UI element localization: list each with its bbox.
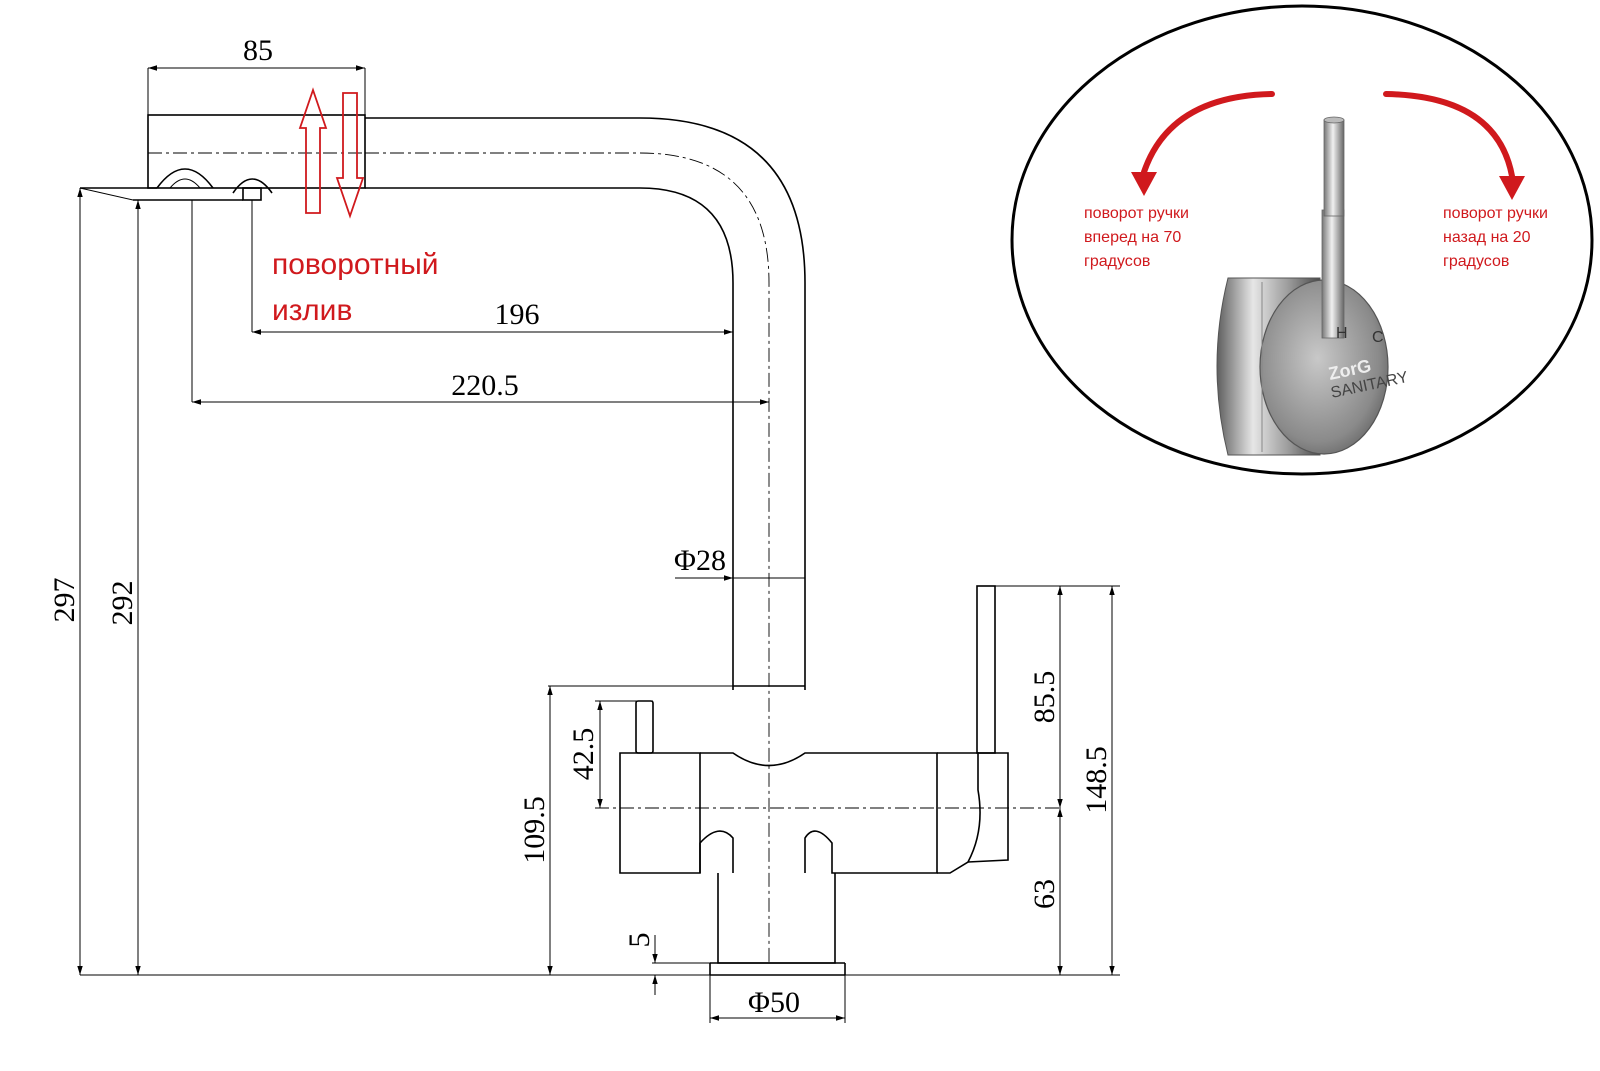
dim-42-5: 42.5 [567, 728, 600, 781]
dim-base-diameter: Φ50 [748, 986, 800, 1019]
spout-head [147, 114, 366, 189]
rotate-back-arrow-icon [1383, 91, 1515, 179]
right-cap [937, 752, 981, 874]
mixer-lever [976, 585, 996, 754]
center-lines [148, 152, 1060, 965]
forward-note-line2: вперед на 70 [1084, 229, 1181, 246]
rotate-forward-arrow-icon [1141, 91, 1275, 175]
mixer-body [699, 752, 938, 874]
swivel-label-line2: излив [272, 294, 352, 327]
dim-292: 292 [106, 581, 139, 626]
dim-pipe-diameter: Φ28 [674, 544, 726, 577]
left-cap [619, 752, 701, 874]
cold-mark: C [1372, 329, 1384, 346]
forward-note-line1: поворот ручки [1084, 205, 1189, 222]
dimension-labels: 85 196 220.5 Φ28 Φ50 297 292 109.5 42.5 … [48, 34, 1113, 1019]
dim-220-5: 220.5 [451, 369, 519, 402]
dim-5: 5 [623, 933, 656, 948]
hot-mark: H [1336, 325, 1348, 342]
swivel-arrows [298, 87, 365, 219]
arrow-down-icon [335, 92, 365, 219]
dim-63: 63 [1028, 879, 1061, 909]
dim-297: 297 [48, 578, 81, 623]
inset-oval [1010, 4, 1594, 476]
arrowhead-left-icon [1131, 172, 1157, 196]
spout-pipe-inner [365, 187, 734, 690]
back-note-line1: поворот ручки [1443, 205, 1548, 222]
forward-note-line3: градусов [1084, 253, 1150, 270]
handle-rod-upper [1323, 119, 1345, 217]
handle-rotation-inset: H C ZorG SANITARY поворот ручки вперед н… [1010, 4, 1594, 476]
handle-picture: H C ZorG SANITARY [1216, 116, 1410, 456]
base-column [717, 873, 836, 964]
back-note-line3: градусов [1443, 253, 1509, 270]
dimension-lines [77, 65, 1120, 1023]
dim-85: 85 [243, 34, 273, 67]
rotation-arrows [1141, 91, 1515, 179]
filter-lever [635, 700, 654, 754]
dim-85-5: 85.5 [1028, 671, 1061, 724]
arrow-up-icon [298, 87, 328, 214]
dim-196: 196 [495, 298, 540, 331]
swivel-label-line1: поворотный [272, 248, 439, 281]
aerator-filter [232, 178, 273, 194]
spout-pipe-outer [365, 117, 806, 690]
arrowhead-right-icon [1499, 176, 1525, 200]
dim-109-5: 109.5 [518, 796, 551, 864]
dim-148-5: 148.5 [1080, 746, 1113, 814]
back-note-line2: назад на 20 [1443, 229, 1531, 246]
aerator-main [156, 168, 214, 189]
handle-rod-lower [1321, 209, 1345, 339]
